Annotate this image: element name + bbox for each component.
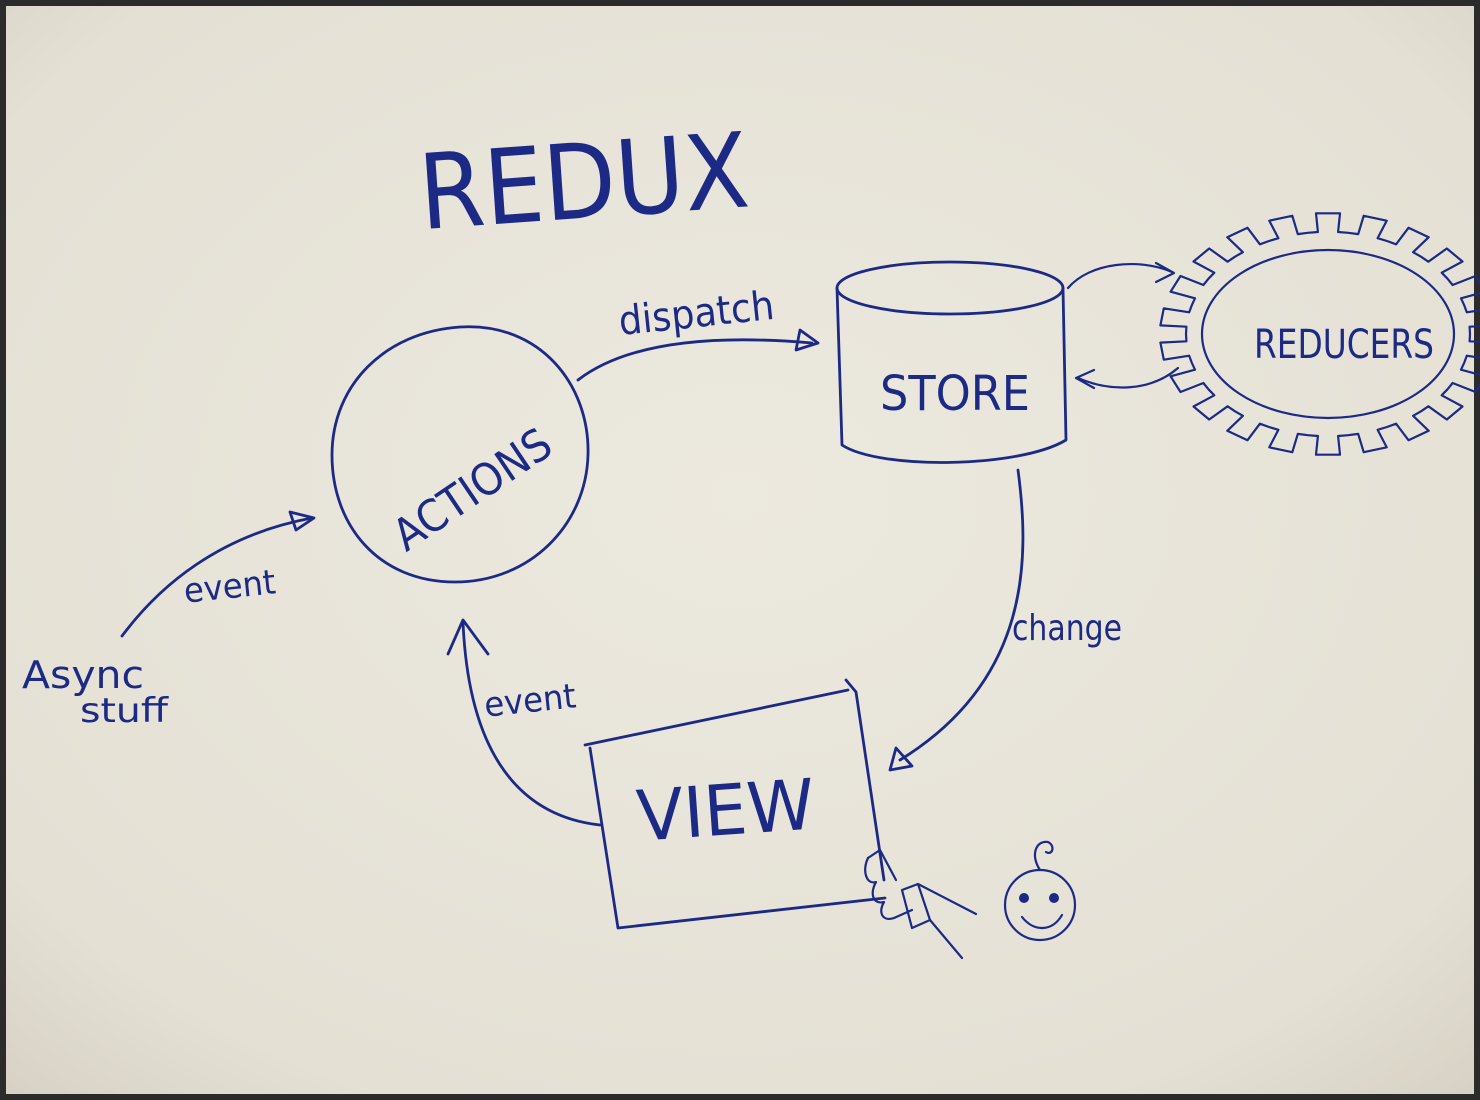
edge-async-event: event — [120, 510, 316, 638]
change-label: change — [1012, 608, 1122, 649]
view-box — [583, 678, 887, 930]
store-to-reducers-arrowhead — [1154, 261, 1176, 284]
change-arrowhead — [888, 746, 914, 772]
async-event-arrowhead — [288, 510, 316, 532]
reducers-to-store-arrow — [1076, 366, 1180, 389]
async-label-line2: stuff — [80, 691, 170, 731]
change-arrow-line — [898, 468, 1025, 762]
async-label-line1: Async — [22, 653, 144, 697]
edge-view-event: event — [446, 618, 602, 827]
view-event-arrow-line — [461, 620, 602, 827]
store-to-reducers-arrow — [1066, 262, 1174, 290]
actions-circle — [330, 325, 590, 584]
view-event-label: event — [482, 676, 578, 725]
dispatch-arrowhead — [794, 328, 820, 352]
gear-icon — [1159, 212, 1480, 456]
view-node: VIEW — [583, 678, 887, 930]
edge-change: change — [888, 468, 1122, 772]
async-event-label: event — [182, 562, 278, 611]
store-label: STORE — [880, 366, 1030, 422]
diagram-title: REDUX — [415, 109, 753, 254]
store-node: STORE — [835, 260, 1068, 464]
hand-icon — [864, 848, 978, 960]
async-node: Async stuff — [22, 653, 170, 731]
reducers-node: REDUCERS — [1159, 212, 1480, 456]
view-event-arrowhead — [446, 618, 490, 656]
paper-background — [6, 6, 1474, 1094]
user-smiley-icon — [1003, 840, 1077, 942]
async-event-arrow-line — [120, 516, 314, 638]
view-label: VIEW — [634, 764, 817, 858]
dispatch-arrow-line — [576, 338, 814, 382]
reducers-to-store-arrowhead — [1074, 368, 1096, 390]
store-cylinder-body — [835, 286, 1068, 464]
reducers-inner-ring — [1200, 248, 1456, 420]
reducers-label: REDUCERS — [1254, 322, 1434, 368]
